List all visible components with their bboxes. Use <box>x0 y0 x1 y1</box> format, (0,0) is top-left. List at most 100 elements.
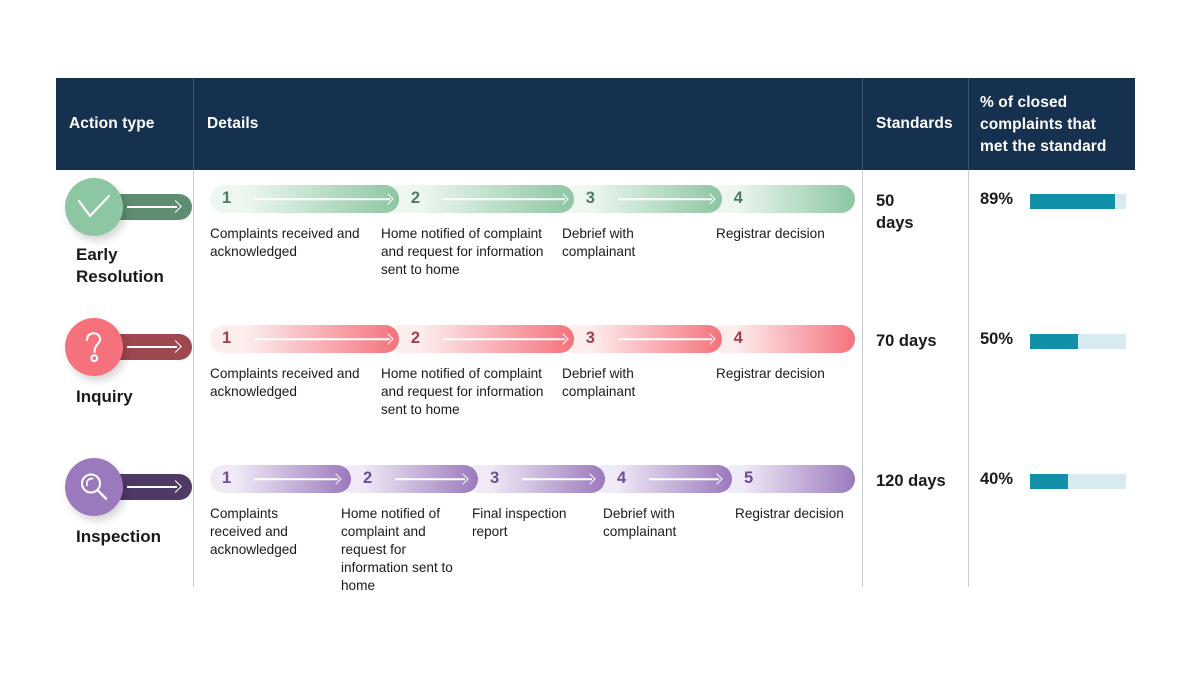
action-type-label: Early Resolution <box>76 245 164 287</box>
action-badge <box>65 318 193 376</box>
cell-percent-met: 50% <box>968 310 1135 450</box>
percent-value-label: 89% <box>980 190 1014 208</box>
step-description: Registrar decision <box>716 366 825 381</box>
column-header-details: Details <box>207 115 259 132</box>
step-description: Complaints received and acknowledged <box>210 226 360 259</box>
standards-table: Action type Details Standards % of close… <box>56 78 1135 675</box>
step-number: 4 <box>616 469 627 488</box>
step-description: Home notified of complaint and request f… <box>381 366 544 417</box>
body-divider-1 <box>193 170 194 587</box>
step-arrow-line <box>254 338 390 340</box>
step-description: Complaints received and acknowledged <box>210 506 297 557</box>
step-arrow-head-icon <box>382 193 394 205</box>
step-number: 2 <box>410 189 421 208</box>
step-descriptions: Complaints received and acknowledged Home… <box>210 505 870 625</box>
process-steps-bar: 1 2 3 4 <box>210 325 856 353</box>
step-arrow-head-icon <box>557 333 569 345</box>
process-step: 2 <box>384 185 574 213</box>
step-number: 3 <box>585 329 595 348</box>
process-step: 5 <box>717 465 855 493</box>
percent-header-line-2: complaints that <box>980 116 1097 133</box>
step-arrow-line <box>254 478 338 480</box>
body-divider-3 <box>968 170 969 587</box>
step-description: Debrief with complainant <box>562 366 636 399</box>
step-number: 1 <box>222 329 232 348</box>
step-description: Complaints received and acknowledged <box>210 366 360 399</box>
percent-header-line-1: % of closed <box>980 94 1068 111</box>
step-arrow-line <box>617 338 712 340</box>
action-badge <box>65 178 193 236</box>
step-number: 4 <box>733 189 743 208</box>
table-header: Action type Details Standards % of close… <box>56 78 1135 170</box>
process-step: 1 <box>210 465 351 493</box>
percent-header-line-3: met the standard <box>980 138 1107 155</box>
step-arrow-head-icon <box>704 333 716 345</box>
cell-action-type: Inquiry <box>56 310 193 450</box>
step-arrow-line <box>648 478 719 480</box>
percent-bar-track <box>1030 474 1126 489</box>
step-description: Registrar decision <box>735 506 844 521</box>
step-description: Home notified of complaint and request f… <box>341 506 453 593</box>
process-step: 3 <box>559 325 722 353</box>
step-description: Debrief with complainant <box>562 226 636 259</box>
percent-bar-fill <box>1030 194 1116 209</box>
step-arrow-line <box>442 338 565 340</box>
percent-bar-fill <box>1030 334 1078 349</box>
step-arrow-head-icon <box>704 193 716 205</box>
header-divider-1 <box>193 78 194 170</box>
step-arrow-head-icon <box>457 473 469 485</box>
process-step: 1 <box>210 325 399 353</box>
step-arrow-head-icon <box>557 193 569 205</box>
percent-bar-track <box>1030 334 1126 349</box>
step-arrow-line <box>442 198 565 200</box>
step-arrow-head-icon <box>584 473 596 485</box>
step-arrow-line <box>521 478 592 480</box>
step-number: 1 <box>222 469 232 488</box>
step-number: 2 <box>410 329 421 348</box>
cell-action-type: Inspection <box>56 450 193 610</box>
standard-value: 120 days <box>876 472 946 490</box>
step-description: Final inspection report <box>472 506 567 539</box>
step-description: Debrief with complainant <box>603 506 677 539</box>
body-divider-2 <box>862 170 863 587</box>
step-number: 4 <box>733 329 743 348</box>
step-arrow-head-icon <box>382 333 394 345</box>
percent-value-label: 50% <box>980 330 1014 348</box>
step-number: 3 <box>585 189 595 208</box>
column-header-percent-met: % of closed complaints that met the stan… <box>968 78 1135 170</box>
magnifier-icon <box>65 458 123 516</box>
step-number: 3 <box>489 469 500 488</box>
action-badge <box>65 458 193 516</box>
column-header-standards: Standards <box>876 115 953 132</box>
cell-action-type: Early Resolution <box>56 170 193 310</box>
step-descriptions: Complaints received and acknowledged Home… <box>210 225 870 345</box>
action-type-label: Inspection <box>76 527 162 546</box>
step-arrow-head-icon <box>330 473 342 485</box>
action-type-label: Inquiry <box>76 387 133 406</box>
cell-standards: 120 days <box>862 450 968 610</box>
process-step: 2 <box>384 325 574 353</box>
step-description: Home notified of complaint and request f… <box>381 226 544 277</box>
check-circle-icon <box>65 178 123 236</box>
cell-percent-met: 40% <box>968 450 1135 610</box>
cell-percent-met: 89% <box>968 170 1135 310</box>
process-step: 4 <box>707 325 856 353</box>
column-header-action-type: Action type <box>69 115 155 132</box>
step-arrow-line <box>254 198 390 200</box>
process-step: 4 <box>707 185 856 213</box>
percent-bar-fill <box>1030 474 1069 489</box>
process-step: 1 <box>210 185 399 213</box>
process-step: 2 <box>336 465 478 493</box>
cell-standards: 50 days <box>862 170 968 310</box>
process-step: 3 <box>559 185 722 213</box>
percent-bar-track <box>1030 194 1126 209</box>
